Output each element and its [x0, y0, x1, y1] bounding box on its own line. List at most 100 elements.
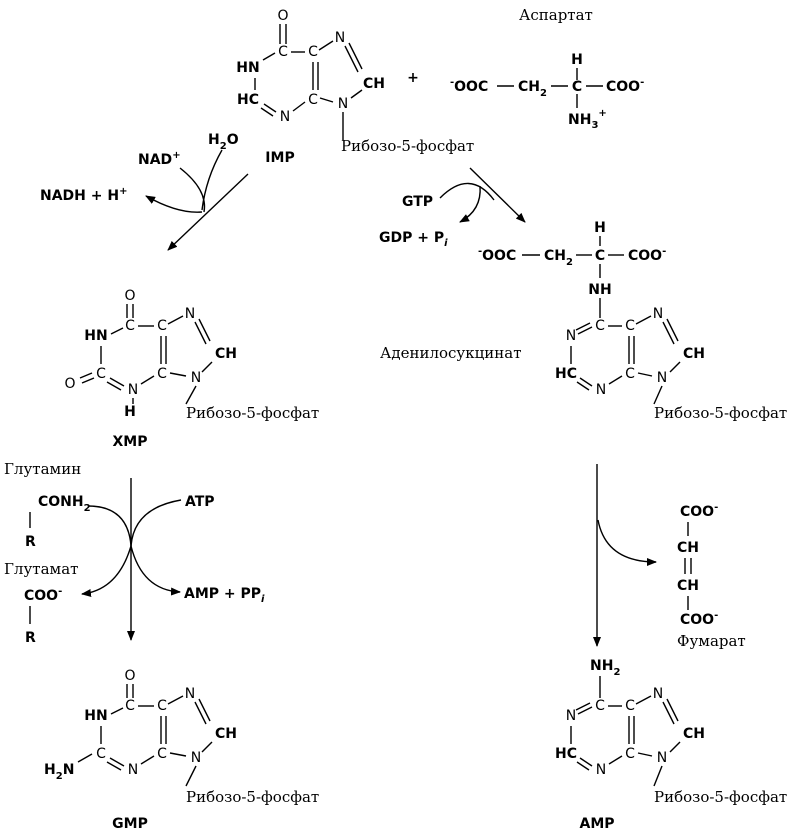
svg-text:O: O: [124, 668, 135, 684]
svg-text:O: O: [124, 288, 135, 304]
svg-text:C: C: [96, 366, 106, 382]
svg-text:COO-: COO-: [628, 246, 666, 264]
svg-text:AMP + PPi: AMP + PPi: [184, 586, 265, 605]
svg-text:N: N: [191, 750, 201, 766]
svg-text:C: C: [595, 248, 605, 264]
adenylosuccinate-to-amp-reaction: [593, 464, 657, 647]
svg-text:GDP + Pi: GDP + Pi: [379, 230, 448, 249]
glutamine-label: Глутамин: [4, 460, 81, 478]
adenylosuccinate-structure: H -OOC CH2 C COO- NH C C N CH N C N HC N…: [380, 220, 787, 422]
svg-text:C: C: [157, 318, 167, 334]
adenylosuccinate-ribose: Рибозо-5-фосфат: [654, 404, 787, 422]
svg-text:N: N: [596, 762, 606, 778]
svg-text:C: C: [625, 366, 635, 382]
svg-text:HN: HN: [236, 60, 259, 76]
svg-text:HC: HC: [237, 92, 259, 108]
svg-text:O: O: [64, 376, 75, 392]
amp-ribose: Рибозо-5-фосфат: [654, 788, 787, 806]
svg-text:N: N: [128, 382, 138, 398]
svg-text:NH: NH: [588, 282, 611, 298]
amp-structure: NH2 C C N CH N C N HC N Рибозо-5-фосфат …: [555, 658, 787, 832]
aspartate-label: Аспартат: [519, 6, 593, 24]
svg-text:C: C: [595, 698, 605, 714]
svg-text:N: N: [335, 30, 345, 46]
svg-text:N: N: [657, 750, 667, 766]
svg-text:R: R: [25, 534, 36, 550]
svg-text:H2O: H2O: [208, 132, 239, 152]
svg-text:N: N: [566, 328, 576, 344]
svg-text:CH: CH: [683, 346, 705, 362]
svg-text:CONH2: CONH2: [38, 494, 91, 514]
svg-text:COO-: COO-: [606, 77, 644, 95]
adenylosuccinate-label: Аденилосукцинат: [380, 344, 522, 362]
xmp-label: XMP: [113, 434, 148, 450]
svg-text:CH: CH: [677, 578, 699, 594]
svg-text:N: N: [185, 306, 195, 322]
svg-text:N: N: [185, 686, 195, 702]
imp-structure: O C C N CH N C N HC HN Рибозо-5-фосфат I…: [236, 8, 474, 166]
xmp-structure: O C C N CH N C N C O HN H Рибозо-5-фосфа…: [64, 288, 319, 450]
svg-text:C: C: [308, 44, 318, 60]
svg-text:C: C: [157, 746, 167, 762]
svg-text:COO-: COO-: [680, 610, 718, 628]
fumarate-label: Фумарат: [677, 632, 746, 650]
xmp-to-gmp-reaction: Глутамин CONH2 R ATP Глутамат COO- R AMP…: [4, 460, 265, 646]
svg-text:CH2: CH2: [518, 79, 547, 99]
svg-text:N: N: [280, 109, 290, 125]
svg-text:C: C: [572, 79, 582, 95]
svg-text:-OOC: -OOC: [478, 246, 516, 264]
svg-text:C: C: [125, 698, 135, 714]
svg-text:N: N: [191, 370, 201, 386]
svg-text:N: N: [128, 762, 138, 778]
svg-text:CH: CH: [683, 726, 705, 742]
svg-text:CH: CH: [363, 76, 385, 92]
svg-text:R: R: [25, 630, 36, 646]
svg-text:CH: CH: [215, 726, 237, 742]
svg-text:NADH + H+: NADH + H+: [40, 186, 127, 204]
svg-text:C: C: [308, 92, 318, 108]
svg-text:N: N: [653, 686, 663, 702]
svg-text:GTP: GTP: [402, 194, 433, 210]
svg-text:N: N: [566, 708, 576, 724]
svg-text:H2N: H2N: [44, 762, 74, 782]
svg-text:N: N: [338, 96, 348, 112]
xmp-ribose: Рибозо-5-фосфат: [186, 404, 319, 422]
svg-text:C: C: [625, 698, 635, 714]
svg-text:C: C: [157, 698, 167, 714]
svg-text:N: N: [596, 382, 606, 398]
gmp-label: GMP: [112, 816, 148, 832]
svg-text:H: H: [594, 220, 606, 236]
svg-text:NH2: NH2: [590, 658, 620, 678]
svg-text:O: O: [277, 8, 288, 24]
fumarate-structure: COO- CH CH COO- Фумарат: [677, 502, 746, 650]
svg-text:C: C: [625, 318, 635, 334]
svg-text:N: N: [653, 306, 663, 322]
svg-text:HC: HC: [555, 746, 577, 762]
plus-sign: +: [407, 70, 419, 86]
svg-text:H: H: [571, 52, 583, 68]
svg-text:HC: HC: [555, 366, 577, 382]
imp-to-adenylosuccinate-reaction: GTP GDP + Pi: [379, 167, 526, 249]
svg-text:COO-: COO-: [24, 586, 62, 604]
svg-text:C: C: [96, 746, 106, 762]
svg-text:CH: CH: [215, 346, 237, 362]
gmp-ribose: Рибозо-5-фосфат: [186, 788, 319, 806]
imp-to-xmp-reaction: NAD+ H2O NADH + H+: [40, 132, 249, 251]
svg-text:H: H: [124, 404, 136, 420]
svg-text:C: C: [125, 318, 135, 334]
svg-text:C: C: [595, 318, 605, 334]
svg-text:NH3+: NH3+: [568, 108, 607, 131]
imp-ribose: Рибозо-5-фосфат: [341, 137, 474, 155]
svg-text:N: N: [657, 370, 667, 386]
svg-text:C: C: [278, 44, 288, 60]
svg-text:-OOC: -OOC: [450, 77, 488, 95]
svg-text:HN: HN: [84, 708, 107, 724]
imp-label: IMP: [265, 150, 294, 166]
svg-text:C: C: [157, 366, 167, 382]
svg-text:ATP: ATP: [185, 494, 215, 510]
glutamate-label: Глутамат: [4, 560, 78, 578]
gmp-structure: O C C N CH N C N C H2N HN Рибозо-5-фосфа…: [44, 668, 319, 832]
aspartate-structure: Аспартат H -OOC CH2 C COO- NH3+: [450, 6, 644, 131]
svg-text:CH2: CH2: [544, 248, 573, 268]
